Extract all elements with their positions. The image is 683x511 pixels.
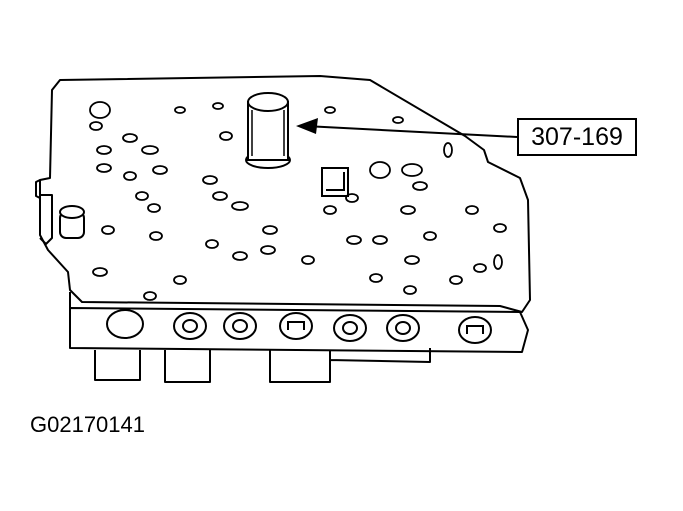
left-boss	[59, 205, 85, 239]
figure-id-label: G02170141	[30, 412, 145, 437]
plate-holes	[89, 101, 507, 301]
tool-number-label: 307-169	[517, 118, 637, 156]
square-socket	[321, 167, 349, 197]
callout-arrow	[296, 118, 518, 138]
solenoid-ports	[106, 309, 492, 344]
bottom-connectors	[94, 348, 431, 383]
cylinder-tool	[245, 92, 291, 169]
left-bracket	[35, 179, 53, 245]
separator-plate-outline	[39, 75, 531, 313]
